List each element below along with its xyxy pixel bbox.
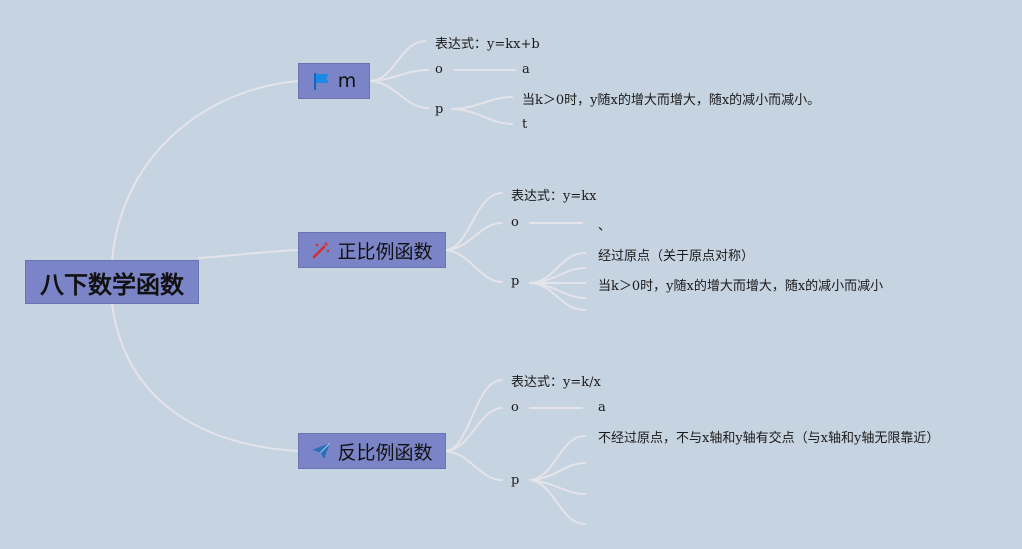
direct-o-child: 、 — [598, 219, 612, 234]
flag-icon — [312, 71, 332, 91]
magic-wand-icon — [311, 240, 331, 260]
connector-inverse-p-c4 — [529, 479, 586, 525]
direct-p-child-2: 当k＞0时，y随x的增大而增大，随x的减小而减小 — [598, 279, 884, 294]
inverse-p-label: p — [511, 473, 520, 488]
inverse-expression: 表达式：y=k/x — [511, 375, 601, 390]
inverse-o-label: o — [511, 400, 519, 415]
connector-inverse-p — [445, 450, 503, 481]
inverse-o-child: a — [598, 400, 606, 415]
m-expression: 表达式：y=kx+b — [435, 37, 540, 52]
connectors — [111, 40, 586, 525]
connector-direct-p — [445, 249, 503, 283]
branch-node-inverse-proportion[interactable]: 反比例函数 — [298, 433, 446, 469]
direct-p-child-1: 经过原点（关于原点对称） — [598, 249, 755, 264]
root-node[interactable]: 八下数学函数 — [25, 260, 199, 304]
direct-p-label: p — [511, 274, 520, 289]
connector-root-m — [111, 80, 299, 263]
connector-inverse-expr — [445, 379, 503, 452]
m-p-child-2: t — [522, 117, 528, 132]
connector-direct-p-c5 — [529, 282, 586, 311]
m-p-child-1: 当k＞0时，y随x的增大而增大，随x的减小而减小。 — [522, 93, 821, 108]
branch-label-m: m — [337, 70, 357, 92]
direct-o-label: o — [511, 215, 519, 230]
m-o-child: a — [522, 62, 530, 77]
connector-root-inverse — [111, 303, 299, 452]
connector-m-p — [369, 80, 429, 109]
connector-inverse-p-c2 — [529, 462, 586, 481]
branch-node-m[interactable]: m — [298, 63, 370, 99]
connector-direct-o — [445, 222, 503, 251]
connector-direct-expr — [445, 192, 503, 251]
connector-m-o — [369, 69, 429, 82]
connector-inverse-o — [445, 407, 503, 452]
branch-label-inverse-proportion: 反比例函数 — [337, 441, 433, 464]
branch-node-direct-proportion[interactable]: 正比例函数 — [298, 232, 446, 268]
m-o-label: o — [435, 62, 443, 77]
connector-inverse-p-c1 — [529, 435, 586, 481]
connector-m-p-child1 — [451, 96, 513, 110]
connector-root-direct — [198, 249, 299, 259]
root-label: 八下数学函数 — [40, 270, 184, 299]
inverse-p-child-1: 不经过原点，不与x轴和y轴有交点（与x轴和y轴无限靠近） — [598, 431, 940, 446]
m-p-label: p — [435, 102, 444, 117]
branch-label-direct-proportion: 正比例函数 — [337, 240, 433, 263]
direct-expression: 表达式：y=kx — [511, 189, 597, 204]
connector-m-p-child2 — [451, 108, 513, 125]
paper-plane-icon — [311, 441, 331, 461]
